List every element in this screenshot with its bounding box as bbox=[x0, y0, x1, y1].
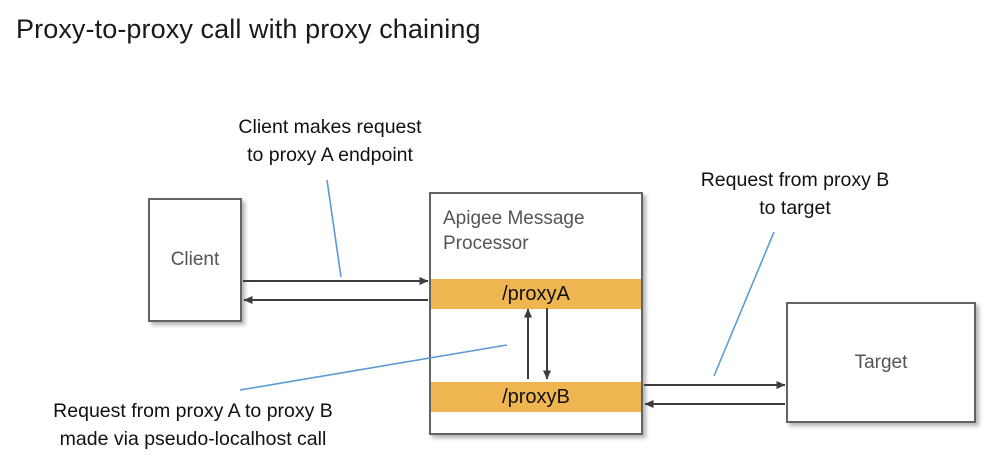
message-processor-label: Apigee Message Processor bbox=[443, 208, 585, 255]
message-processor-box: Apigee Message Processor /proxyA /proxyB bbox=[429, 192, 643, 435]
annotation-client-request: Client makes request to proxy A endpoint bbox=[238, 116, 422, 166]
annotation-target-request: Request from proxy B to target bbox=[700, 169, 890, 219]
client-box: Client bbox=[148, 198, 242, 322]
leader-client-request bbox=[326, 179, 342, 278]
proxy-b-band: /proxyB bbox=[431, 382, 641, 412]
target-box-label: Target bbox=[854, 351, 908, 373]
proxy-a-band: /proxyA bbox=[431, 279, 641, 309]
leader-target-request bbox=[713, 231, 775, 377]
target-box: Target bbox=[786, 302, 976, 423]
annotation-proxy-chain: Request from proxy A to proxy B made via… bbox=[53, 400, 333, 450]
client-box-label: Client bbox=[170, 249, 220, 270]
page-title: Proxy-to-proxy call with proxy chaining bbox=[16, 14, 481, 44]
